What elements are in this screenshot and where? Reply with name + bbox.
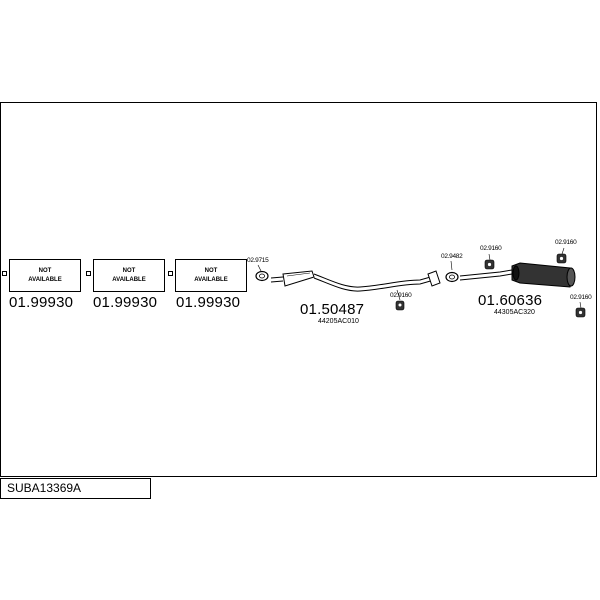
centre-mount-icon[interactable] xyxy=(395,289,405,311)
rear-mount-tag-1[interactable]: 02.9160 xyxy=(480,245,502,252)
rear-silencer-part-number[interactable]: 01.60636 xyxy=(478,292,543,309)
not-available-box-3[interactable]: NOT AVAILABLE xyxy=(175,259,247,292)
rear-silencer-oem-number: 44305AC320 xyxy=(494,309,535,316)
rear-mount-icon-2[interactable] xyxy=(556,247,567,264)
connector-square xyxy=(86,271,91,276)
part-number-placeholder-1[interactable]: 01.99930 xyxy=(9,294,74,311)
part-number-placeholder-2[interactable]: 01.99930 xyxy=(93,294,158,311)
rear-silencer-icon[interactable] xyxy=(459,262,576,288)
rear-mount-tag-3[interactable]: 02.9160 xyxy=(570,294,592,301)
rear-mount-tag-2[interactable]: 02.9160 xyxy=(555,239,577,246)
not-available-line2: AVAILABLE xyxy=(194,276,228,283)
connector-square xyxy=(168,271,173,276)
connector-square xyxy=(2,271,7,276)
rear-mount-icon-1[interactable] xyxy=(484,253,495,270)
centre-pipe-oem-number: 44205AC010 xyxy=(318,318,359,325)
centre-pipe-part-number[interactable]: 01.50487 xyxy=(300,301,365,318)
part-number-placeholder-3[interactable]: 01.99930 xyxy=(176,294,241,311)
middle-gasket-tag[interactable]: 02.9482 xyxy=(441,253,463,260)
not-available-line1: NOT xyxy=(122,268,136,275)
not-available-box-1[interactable]: NOT AVAILABLE xyxy=(9,259,81,292)
rear-mount-icon-3[interactable] xyxy=(575,301,586,318)
not-available-line2: AVAILABLE xyxy=(112,276,146,283)
not-available-line1: NOT xyxy=(204,268,218,275)
middle-gasket-icon[interactable] xyxy=(445,260,459,283)
not-available-line2: AVAILABLE xyxy=(28,276,62,283)
not-available-line1: NOT xyxy=(38,268,52,275)
front-gasket-icon[interactable] xyxy=(255,264,269,282)
diagram-frame xyxy=(0,102,597,477)
centre-pipe-icon[interactable] xyxy=(270,270,441,292)
front-gasket-tag[interactable]: 02.9715 xyxy=(247,257,269,264)
kit-code: SUBA13369A xyxy=(7,481,82,495)
centre-mount-tag[interactable]: 02.9160 xyxy=(390,292,412,299)
not-available-box-2[interactable]: NOT AVAILABLE xyxy=(93,259,165,292)
kit-code-box: SUBA13369A xyxy=(0,478,151,499)
